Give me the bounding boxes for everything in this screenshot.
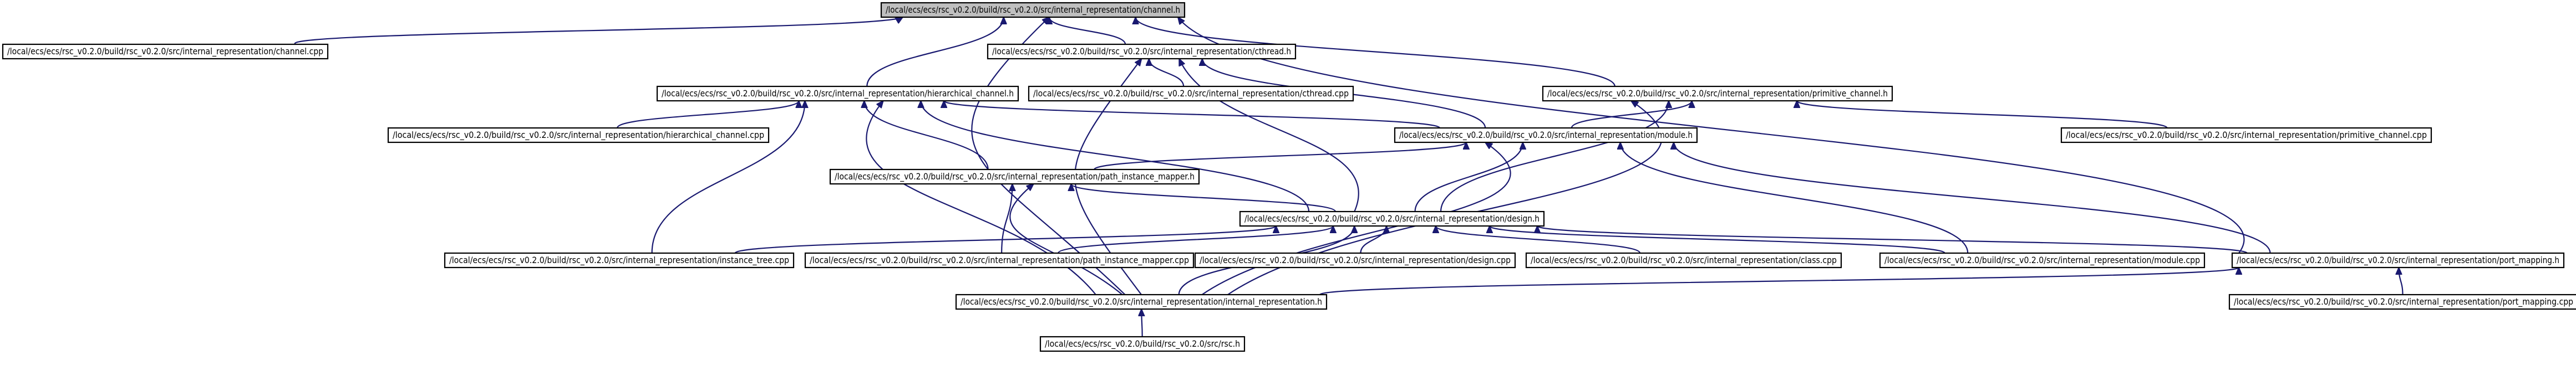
node-box: [1879, 252, 2206, 269]
node-box: [987, 43, 1297, 60]
node-class-cpp[interactable]: /local/ecs/ecs/rsc_v0.2.0/build/rsc_v0.2…: [1525, 252, 1842, 269]
node-channel-cpp[interactable]: /local/ecs/ecs/rsc_v0.2.0/build/rsc_v0.2…: [2, 43, 329, 60]
edge-channel_cpp-to-channel_h: [294, 17, 903, 45]
node-label: /local/ecs/ecs/rsc_v0.2.0/build/rsc_v0.2…: [1884, 255, 2200, 266]
node-box: [387, 127, 770, 143]
node-box: [1525, 252, 1842, 269]
node-label: /local/ecs/ecs/rsc_v0.2.0/build/rsc_v0.2…: [2234, 296, 2573, 307]
node-box: [1542, 85, 1893, 102]
node-module-cpp[interactable]: /local/ecs/ecs/rsc_v0.2.0/build/rsc_v0.2…: [1879, 252, 2206, 269]
node-label: /local/ecs/ecs/rsc_v0.2.0/build/rsc_v0.2…: [992, 46, 1291, 57]
node-channel-h[interactable]: /local/ecs/ecs/rsc_v0.2.0/build/rsc_v0.2…: [880, 2, 1186, 18]
node-label: /local/ecs/ecs/rsc_v0.2.0/build/rsc_v0.2…: [1200, 255, 1511, 266]
edge-pim_h-to-module_h: [1094, 142, 1466, 171]
node-label: /local/ecs/ecs/rsc_v0.2.0/build/rsc_v0.2…: [835, 171, 1195, 182]
edge-cthread_h-to-channel_h: [1049, 17, 1126, 45]
node-box: [2, 43, 329, 60]
node-label: /local/ecs/ecs/rsc_v0.2.0/build/rsc_v0.2…: [1547, 88, 1888, 99]
edge-instance_tree_cpp-to-design_h: [734, 226, 1276, 254]
edge-cthread_cpp-to-cthread_h: [1149, 59, 1185, 87]
edge-internal_repr_h-to-port_mapping_h: [1319, 268, 2239, 296]
node-box: [444, 252, 795, 269]
node-label: /local/ecs/ecs/rsc_v0.2.0/build/rsc_v0.2…: [1399, 130, 1693, 141]
node-pim-h[interactable]: /local/ecs/ecs/rsc_v0.2.0/build/rsc_v0.2…: [829, 168, 1200, 185]
edge-design_h-to-primitive_h: [1440, 101, 1669, 212]
node-internal-repr-h[interactable]: /local/ecs/ecs/rsc_v0.2.0/build/rsc_v0.2…: [955, 294, 1328, 310]
node-primitive-cpp[interactable]: /local/ecs/ecs/rsc_v0.2.0/build/rsc_v0.2…: [2060, 127, 2432, 143]
edge-pim_h-to-hierarchical_h: [864, 101, 989, 170]
node-box: [880, 2, 1186, 18]
node-port-mapping-cpp[interactable]: /local/ecs/ecs/rsc_v0.2.0/build/rsc_v0.2…: [2228, 294, 2576, 310]
node-box: [1194, 252, 1516, 269]
edge-hierarchical_h-to-channel_h: [866, 17, 1003, 87]
node-label: /local/ecs/ecs/rsc_v0.2.0/build/rsc_v0.2…: [886, 4, 1180, 16]
node-label: /local/ecs/ecs/rsc_v0.2.0/build/rsc_v0.2…: [2066, 130, 2427, 141]
node-label: /local/ecs/ecs/rsc_v0.2.0/build/rsc_v0.2…: [1045, 338, 1240, 349]
node-pim-cpp[interactable]: /local/ecs/ecs/rsc_v0.2.0/build/rsc_v0.2…: [804, 252, 1195, 269]
edge-port_mapping_cpp-to-port_mapping_h: [2399, 268, 2404, 295]
node-box: [804, 252, 1195, 269]
node-box: [2228, 294, 2576, 310]
node-box: [829, 168, 1200, 185]
edge-internal_repr_h-to-channel_h: [971, 17, 1126, 295]
edge-layer: [294, 17, 2404, 337]
node-box: [2231, 252, 2565, 269]
edge-pim_cpp-to-pim_h: [1001, 184, 1012, 254]
node-box: [1039, 336, 1246, 352]
edge-design_h-to-module_h: [1414, 142, 1523, 212]
node-label: /local/ecs/ecs/rsc_v0.2.0/build/rsc_v0.2…: [961, 296, 1322, 307]
edge-port_mapping_h-to-channel_h: [1178, 17, 2245, 254]
edge-port_mapping_h-to-design_h: [1537, 226, 2248, 254]
node-box: [656, 85, 1019, 102]
node-port-mapping-h[interactable]: /local/ecs/ecs/rsc_v0.2.0/build/rsc_v0.2…: [2231, 252, 2565, 269]
node-rsc-h[interactable]: /local/ecs/ecs/rsc_v0.2.0/build/rsc_v0.2…: [1039, 336, 1246, 352]
node-box: [1394, 127, 1698, 143]
node-box: [1239, 210, 1545, 227]
node-box: [955, 294, 1328, 310]
node-hierarchical-h[interactable]: /local/ecs/ecs/rsc_v0.2.0/build/rsc_v0.2…: [656, 85, 1019, 102]
edge-port_mapping_h-to-module_h: [1674, 142, 2271, 254]
node-design-h[interactable]: /local/ecs/ecs/rsc_v0.2.0/build/rsc_v0.2…: [1239, 210, 1545, 227]
edge-design_cpp-to-design_h: [1360, 226, 1386, 254]
node-label: /local/ecs/ecs/rsc_v0.2.0/build/rsc_v0.2…: [7, 46, 323, 57]
node-label: /local/ecs/ecs/rsc_v0.2.0/build/rsc_v0.2…: [1244, 213, 1539, 224]
node-label: /local/ecs/ecs/rsc_v0.2.0/build/rsc_v0.2…: [662, 88, 1014, 99]
edge-design_h-to-hierarchical_h: [921, 101, 1310, 212]
node-label: /local/ecs/ecs/rsc_v0.2.0/build/rsc_v0.2…: [810, 255, 1189, 266]
node-label: /local/ecs/ecs/rsc_v0.2.0/build/rsc_v0.2…: [1033, 88, 1349, 99]
node-label: /local/ecs/ecs/rsc_v0.2.0/build/rsc_v0.2…: [449, 255, 789, 266]
node-module-h[interactable]: /local/ecs/ecs/rsc_v0.2.0/build/rsc_v0.2…: [1394, 127, 1698, 143]
node-box: [2060, 127, 2432, 143]
node-instance-tree-cpp[interactable]: /local/ecs/ecs/rsc_v0.2.0/build/rsc_v0.2…: [444, 252, 795, 269]
edge-module_cpp-to-module_h: [1620, 142, 1969, 254]
edge-primitive_cpp-to-primitive_h: [1797, 101, 2168, 129]
edge-design_h-to-cthread_h: [1178, 59, 1359, 212]
node-cthread-h[interactable]: /local/ecs/ecs/rsc_v0.2.0/build/rsc_v0.2…: [987, 43, 1297, 60]
node-label: /local/ecs/ecs/rsc_v0.2.0/build/rsc_v0.2…: [2237, 255, 2559, 266]
edge-module_h-to-hierarchical_h: [944, 101, 1441, 129]
edge-hierarchical_cpp-to-hierarchical_h: [617, 101, 799, 128]
node-cthread-cpp[interactable]: /local/ecs/ecs/rsc_v0.2.0/build/rsc_v0.2…: [1028, 85, 1354, 102]
edge-primitive_h-to-channel_h: [1136, 17, 1615, 87]
node-label: /local/ecs/ecs/rsc_v0.2.0/build/rsc_v0.2…: [393, 130, 764, 141]
node-hierarchical-cpp[interactable]: /local/ecs/ecs/rsc_v0.2.0/build/rsc_v0.2…: [387, 127, 770, 143]
edge-class_cpp-to-design_h: [1436, 226, 1641, 254]
edge-design_h-to-pim_h: [1071, 184, 1337, 213]
node-layer: /local/ecs/ecs/rsc_v0.2.0/build/rsc_v0.2…: [2, 2, 2576, 352]
node-label: /local/ecs/ecs/rsc_v0.2.0/build/rsc_v0.2…: [1531, 255, 1837, 266]
edge-pim_cpp-to-design_h: [1058, 226, 1333, 254]
edge-instance_tree_cpp-to-hierarchical_h: [651, 101, 805, 254]
node-primitive-h[interactable]: /local/ecs/ecs/rsc_v0.2.0/build/rsc_v0.2…: [1542, 85, 1893, 102]
node-box: [1028, 85, 1354, 102]
edge-rsc_h-to-internal_repr_h: [1141, 309, 1142, 337]
edge-module_cpp-to-design_h: [1490, 226, 1945, 254]
node-design-cpp[interactable]: /local/ecs/ecs/rsc_v0.2.0/build/rsc_v0.2…: [1194, 252, 1516, 269]
edge-module_h-to-primitive_h: [1571, 101, 1692, 128]
